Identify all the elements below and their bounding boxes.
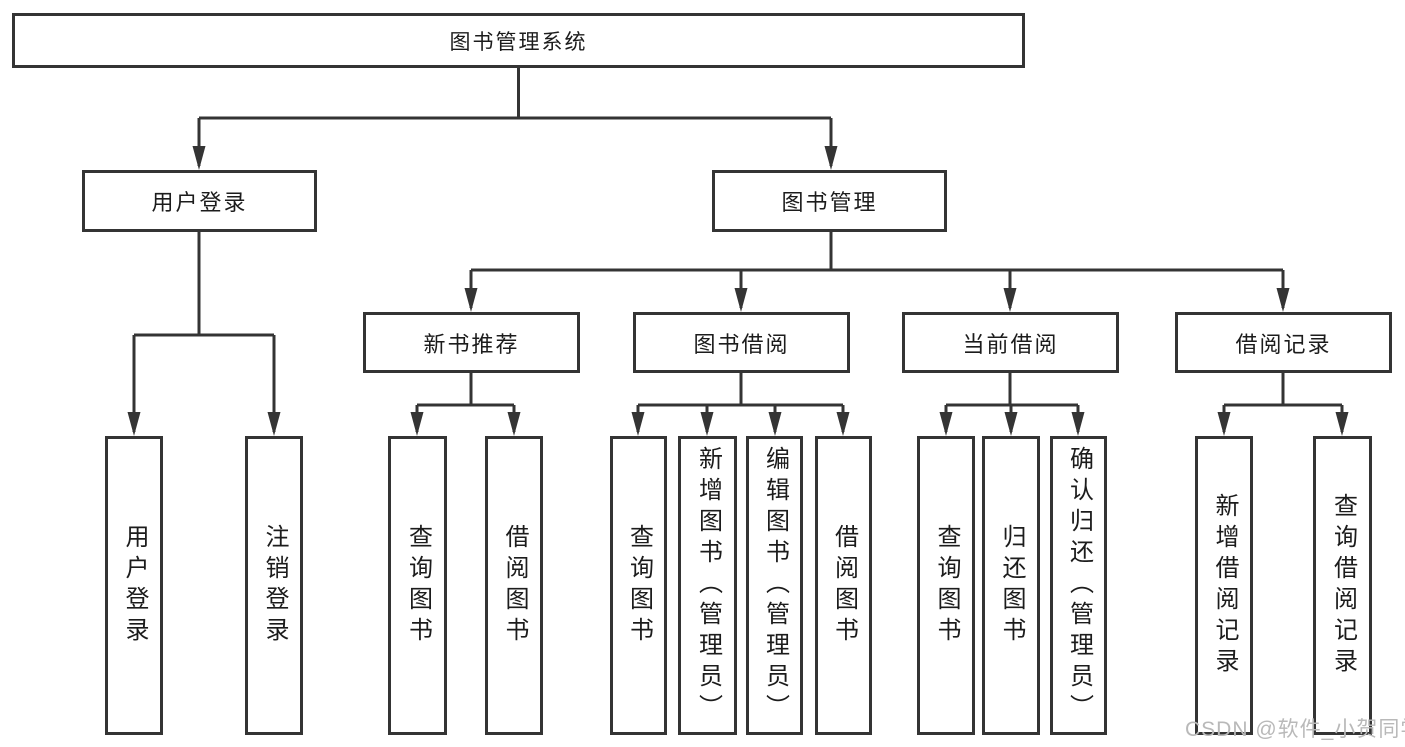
leaf-add-books-admin: 新增图书（管理员）	[678, 436, 737, 735]
leaf-query-books-current: 查询图书	[917, 436, 975, 735]
node-book-borrow-label: 图书借阅	[693, 331, 790, 357]
csdn-watermark: CSDN @软件_小贺同学	[1185, 718, 1405, 741]
leaf-query-books-borrow: 查询图书	[610, 436, 667, 735]
node-root-label: 图书管理系统	[449, 30, 588, 54]
node-borrow-records-label: 借阅记录	[1235, 331, 1332, 357]
leaf-logout-label: 注销登录	[261, 523, 288, 648]
leaf-user-login-label: 用户登录	[121, 523, 148, 648]
leaf-add-borrow-record: 新增借阅记录	[1195, 436, 1253, 735]
node-root: 图书管理系统	[12, 13, 1025, 68]
node-user-login-label: 用户登录	[151, 190, 248, 215]
node-book-management: 图书管理	[712, 170, 947, 232]
leaf-edit-books-admin-label: 编辑图书（管理员）	[761, 446, 789, 725]
node-current-borrow-label: 当前借阅	[962, 331, 1059, 357]
leaf-borrow-books-label: 借阅图书	[830, 523, 858, 648]
leaf-borrow-books-recommend: 借阅图书	[485, 436, 543, 735]
leaf-query-books-recommend: 查询图书	[388, 436, 447, 735]
node-borrow-records: 借阅记录	[1175, 312, 1392, 373]
node-book-borrow: 图书借阅	[633, 312, 850, 373]
leaf-user-login: 用户登录	[105, 436, 163, 735]
node-user-login: 用户登录	[82, 170, 317, 232]
leaf-borrow-books: 借阅图书	[815, 436, 872, 735]
leaf-query-borrow-record-label: 查询借阅记录	[1329, 492, 1357, 679]
leaf-confirm-return-admin-label: 确认归还（管理员）	[1065, 446, 1093, 725]
leaf-query-books-borrow-label: 查询图书	[625, 523, 653, 648]
node-book-management-label: 图书管理	[781, 190, 878, 215]
leaf-add-borrow-record-label: 新增借阅记录	[1211, 492, 1238, 679]
leaf-return-books-label: 归还图书	[998, 523, 1025, 648]
leaf-borrow-books-recommend-label: 借阅图书	[501, 523, 528, 648]
leaf-add-books-admin-label: 新增图书（管理员）	[694, 446, 722, 725]
leaf-edit-books-admin: 编辑图书（管理员）	[746, 436, 803, 735]
leaf-logout: 注销登录	[245, 436, 303, 735]
leaf-query-borrow-record: 查询借阅记录	[1313, 436, 1372, 735]
arrowheads	[127, 146, 1349, 436]
node-new-book-recommend: 新书推荐	[363, 312, 580, 373]
leaf-return-books: 归还图书	[982, 436, 1040, 735]
node-new-book-recommend-label: 新书推荐	[423, 331, 520, 357]
node-current-borrow: 当前借阅	[902, 312, 1119, 373]
leaf-query-books-recommend-label: 查询图书	[404, 523, 432, 648]
leaf-confirm-return-admin: 确认归还（管理员）	[1050, 436, 1107, 735]
leaf-query-books-current-label: 查询图书	[933, 523, 960, 648]
